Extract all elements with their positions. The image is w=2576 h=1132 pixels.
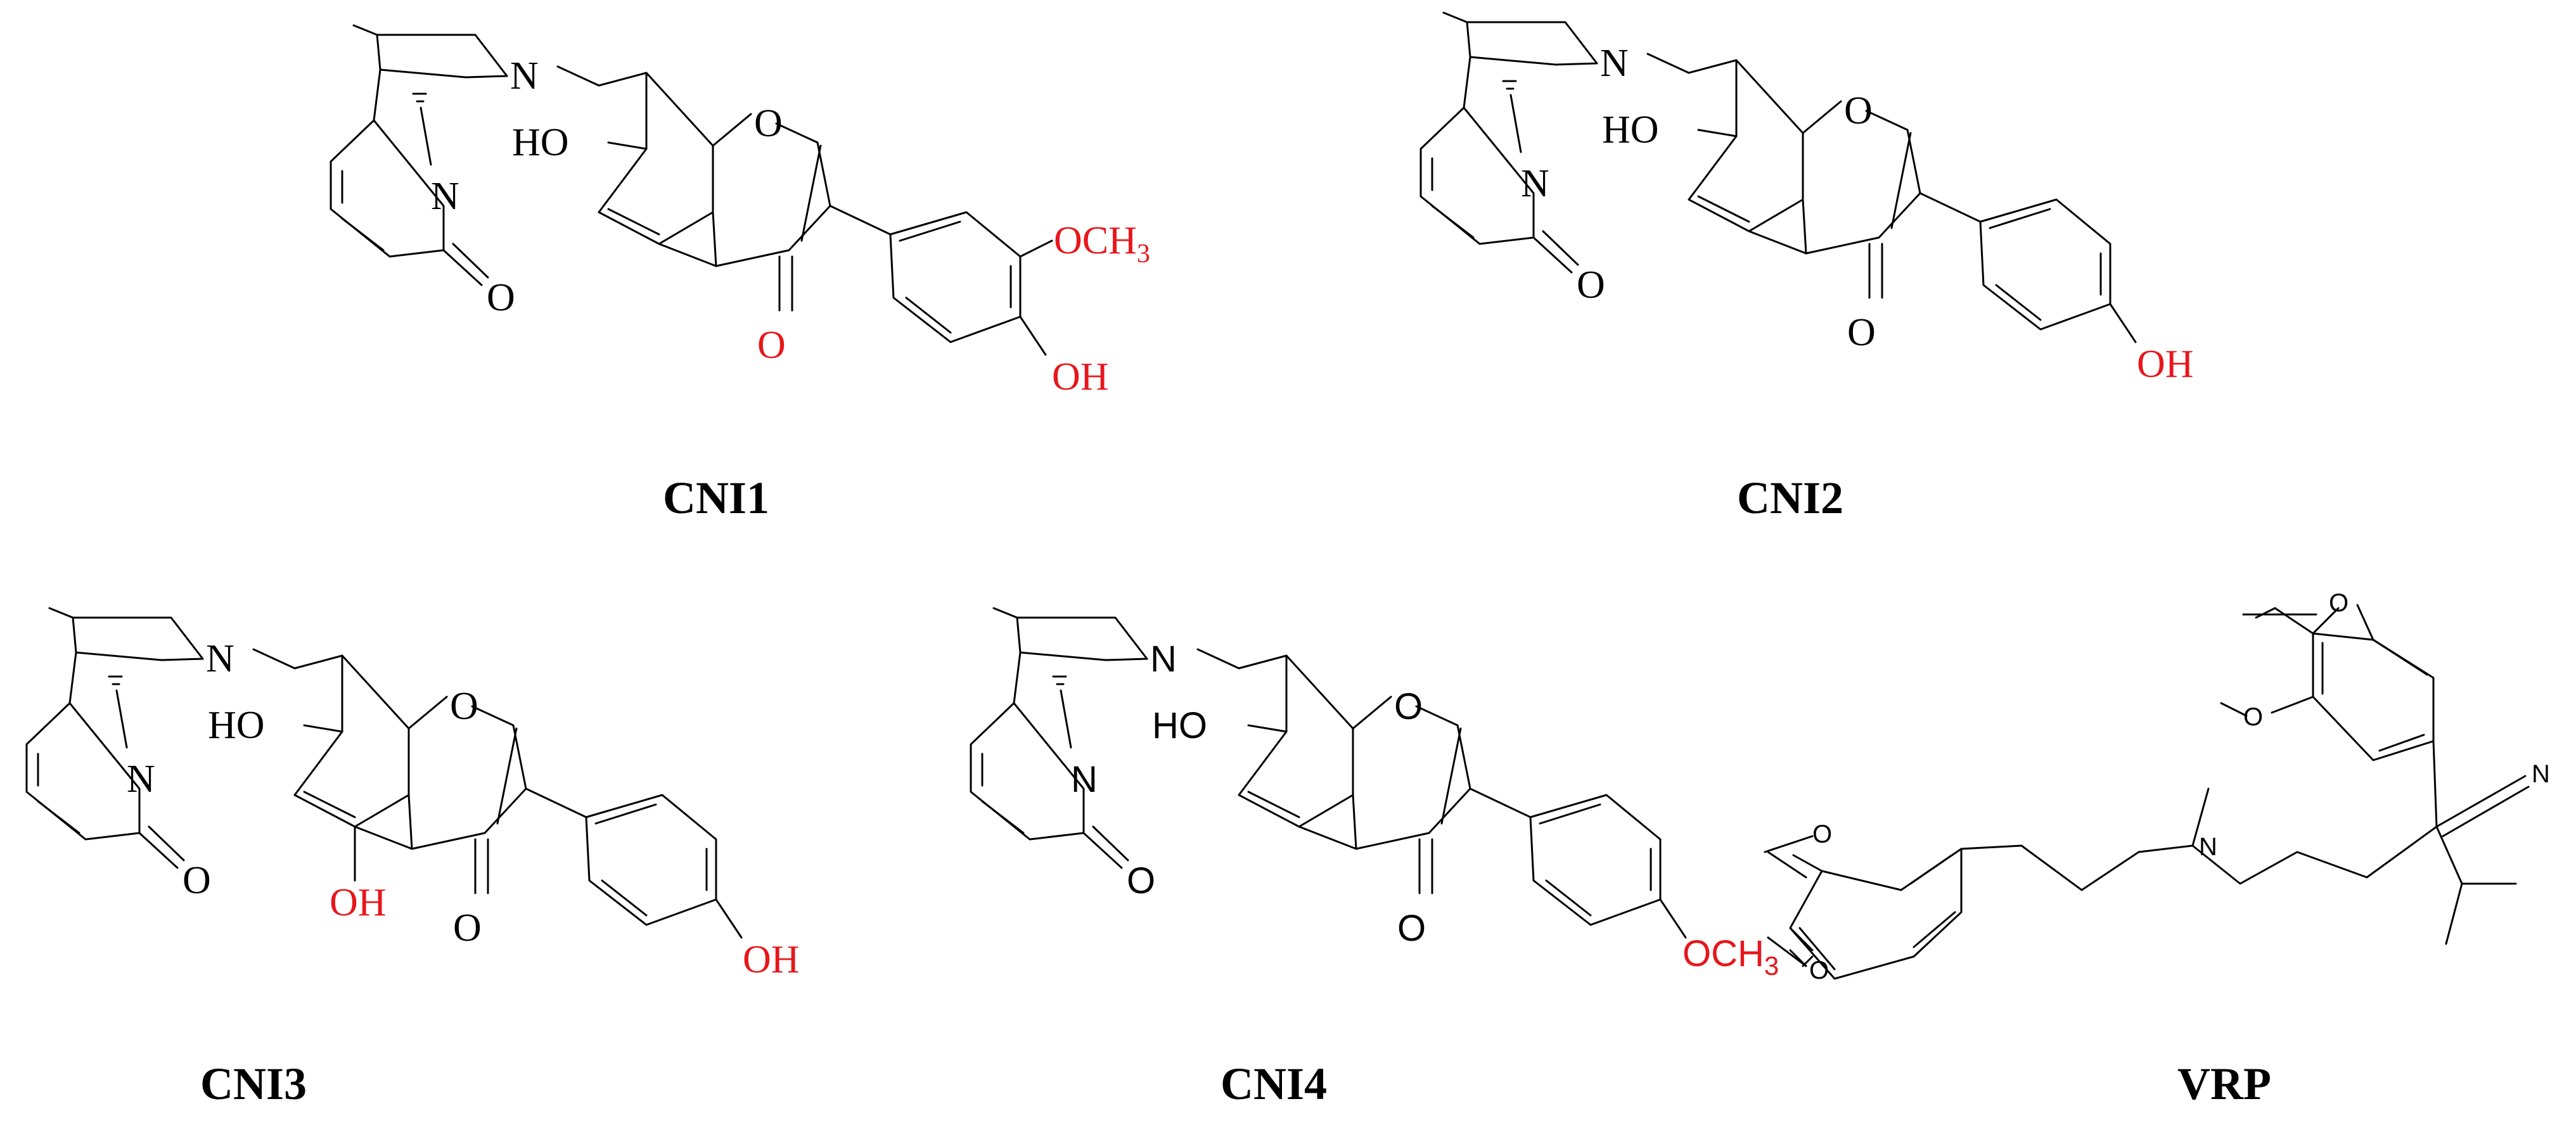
cni3-bonds bbox=[25, 607, 743, 939]
cni1-bonds bbox=[330, 24, 1053, 356]
cni2-atom-keto-o: O bbox=[1847, 311, 1876, 354]
vrp-atom-o1: O bbox=[2329, 589, 2349, 617]
cni1-atom-methoxy: OCH3 bbox=[1054, 219, 1150, 269]
cni3-atom-lactam-o: O bbox=[183, 859, 211, 902]
cni3-atom-hydroxyl: HO bbox=[208, 704, 265, 747]
vrp-atom-o2: O bbox=[2243, 703, 2263, 731]
caption-vrp: VRP bbox=[2177, 1059, 2271, 1109]
cni3-atom-n-amine: N bbox=[206, 637, 234, 680]
cni3-atom-keto-o: O bbox=[453, 906, 482, 950]
cni1-atom-ring-o: O bbox=[754, 102, 783, 145]
cni4-atom-keto-o: O bbox=[1397, 908, 1426, 949]
cni4-atom-n-lactam: N bbox=[1071, 759, 1098, 800]
cni2-bonds bbox=[1419, 11, 2137, 343]
cni3-atom-hydroxyl-5: OH bbox=[330, 881, 387, 924]
caption-cni1: CNI1 bbox=[662, 473, 769, 523]
caption-cni3: CNI3 bbox=[200, 1059, 307, 1109]
cni2-atom-n-lactam: N bbox=[1521, 162, 1549, 205]
caption-cni2: CNI2 bbox=[1736, 473, 1843, 523]
vrp-atom-n-nitrile: N bbox=[2532, 760, 2550, 788]
cni2-atom-ring-o: O bbox=[1844, 89, 1873, 132]
cni3-atom-ring-o: O bbox=[450, 685, 478, 728]
cni4-atom-ring-o: O bbox=[1394, 686, 1423, 727]
cni1-atom-keto-o: O bbox=[757, 324, 786, 367]
cni1-atom-n-lactam: N bbox=[431, 175, 459, 218]
vrp-atom-n-amine: N bbox=[2199, 833, 2217, 861]
cni4-atom-lactam-o: O bbox=[1127, 860, 1155, 901]
cni2-atom-lactam-o: O bbox=[1577, 264, 1605, 307]
cni2-atom-n-amine: N bbox=[1600, 42, 1629, 85]
cni4-atom-methoxy-4: OCH3 bbox=[1682, 933, 1779, 981]
vrp-bonds bbox=[1764, 604, 2530, 980]
cni1-atom-hydroxyl: HO bbox=[512, 121, 569, 164]
vrp-atom-o3: O bbox=[1812, 820, 1832, 848]
cni4-atom-n-amine: N bbox=[1150, 639, 1177, 680]
cni3-atom-hydroxyl-4: OH bbox=[743, 938, 800, 981]
cni2-atom-hydroxyl: HO bbox=[1602, 108, 1659, 151]
vrp-atom-o4: O bbox=[1809, 957, 1829, 984]
caption-cni4: CNI4 bbox=[1220, 1059, 1327, 1109]
cni1-atom-n-amine: N bbox=[510, 54, 539, 98]
cni1-atom-lactam-o: O bbox=[487, 276, 515, 319]
cni2-atom-hydroxyl-4: OH bbox=[2137, 343, 2194, 386]
cni1-atom-hydroxyl-4: OH bbox=[1052, 355, 1109, 398]
cni4-atom-hydroxyl: HO bbox=[1152, 705, 1207, 746]
cni3-atom-n-lactam: N bbox=[127, 758, 155, 801]
cni4-bonds bbox=[970, 607, 1687, 939]
